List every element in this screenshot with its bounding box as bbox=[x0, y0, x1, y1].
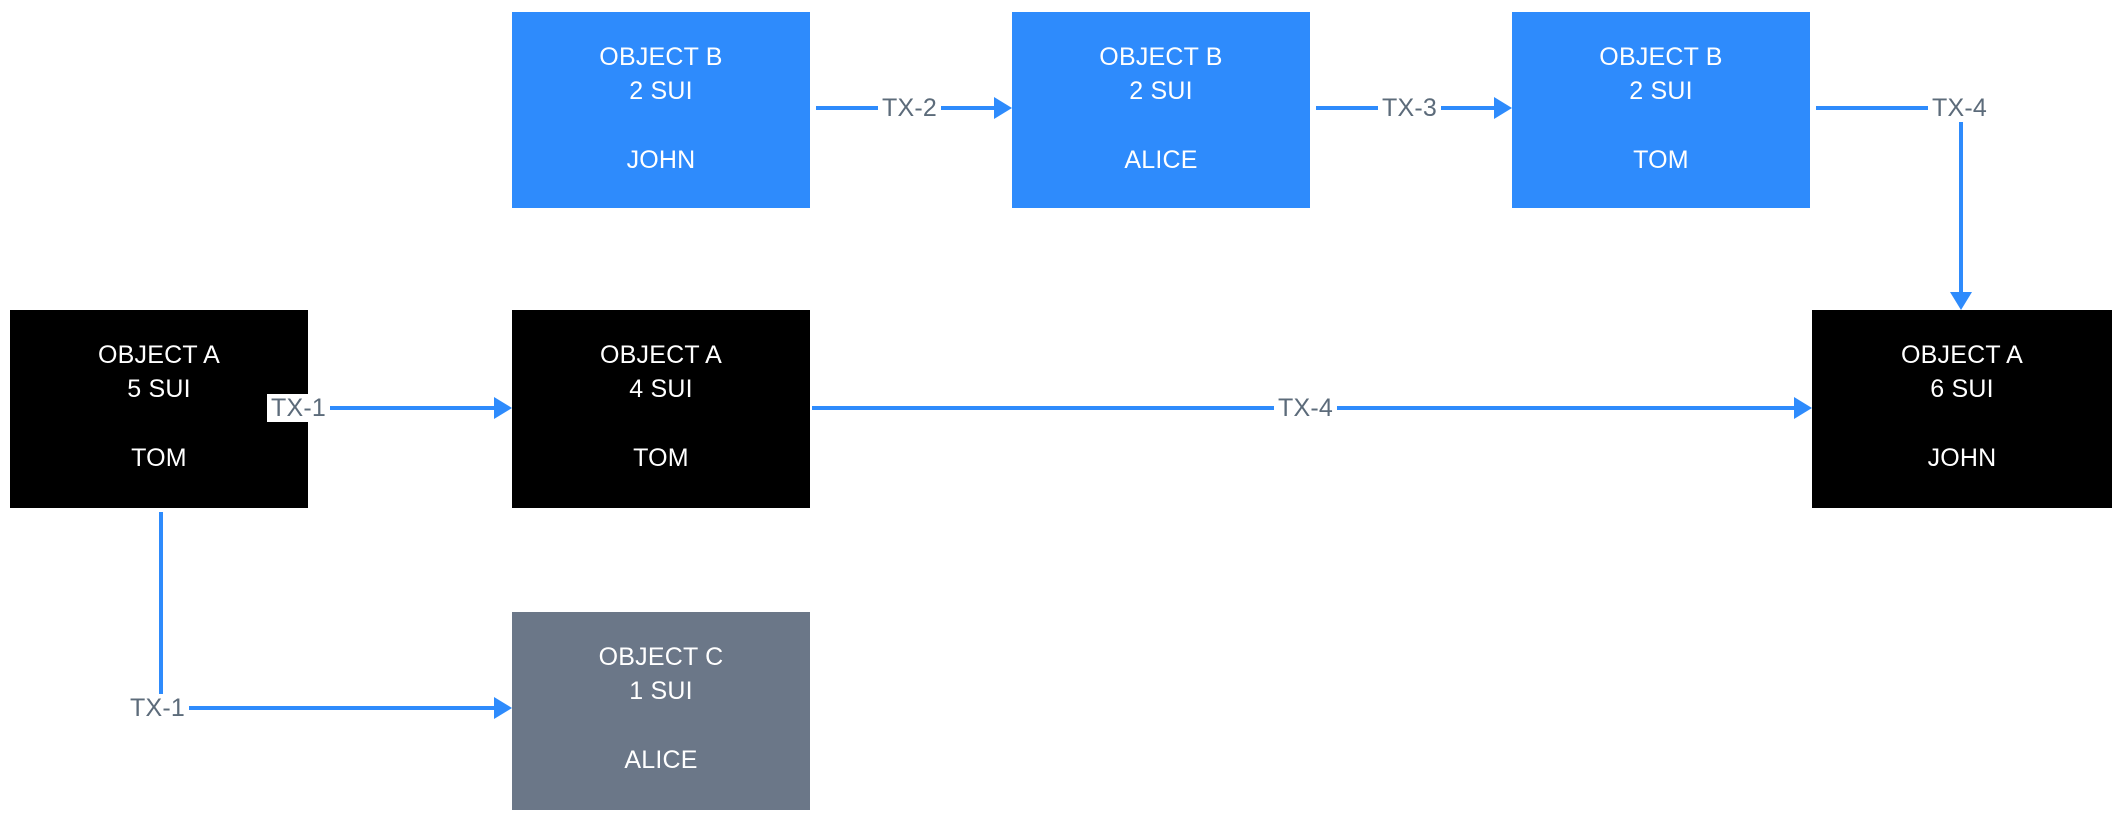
node-object-label: OBJECT B bbox=[1599, 43, 1723, 71]
arrow-head-tx1-object-c bbox=[494, 697, 512, 719]
node-amount-label: 1 SUI bbox=[629, 677, 693, 705]
edge-tx1-to-object-a-4sui bbox=[318, 406, 494, 410]
node-object-label: OBJECT A bbox=[599, 341, 722, 369]
edge-label-tx1-object-c: TX-1 bbox=[126, 694, 189, 722]
node-amount-label: 2 SUI bbox=[1129, 77, 1193, 105]
arrow-head-tx4-object-a bbox=[1794, 397, 1812, 419]
node-object-label: OBJECT A bbox=[97, 341, 220, 369]
node-object-a-5sui-tom[interactable]: OBJECT A 5 SUI TOM bbox=[10, 310, 308, 508]
arrow-head-tx4-object-b bbox=[1950, 292, 1972, 310]
node-owner-label: JOHN bbox=[626, 146, 696, 174]
node-owner-label: JOHN bbox=[1927, 444, 1997, 472]
arrow-head-tx2 bbox=[994, 97, 1012, 119]
node-amount-label: 5 SUI bbox=[127, 375, 191, 403]
node-object-label: OBJECT A bbox=[1900, 341, 2023, 369]
node-owner-label: ALICE bbox=[1124, 146, 1198, 174]
node-owner-label: TOM bbox=[131, 444, 187, 472]
edge-label-tx3: TX-3 bbox=[1378, 94, 1441, 122]
edge-label-tx4-object-b: TX-4 bbox=[1928, 94, 1991, 122]
node-owner-label: TOM bbox=[633, 444, 689, 472]
node-object-b-2sui-tom[interactable]: OBJECT B 2 SUI TOM bbox=[1512, 12, 1810, 208]
edge-tx4-object-b-horizontal bbox=[1816, 106, 1962, 110]
edge-tx1-to-object-c-vertical bbox=[159, 512, 163, 694]
node-object-label: OBJECT B bbox=[1099, 43, 1223, 71]
node-object-a-6sui-john[interactable]: OBJECT A 6 SUI JOHN bbox=[1812, 310, 2112, 508]
edge-label-tx2: TX-2 bbox=[878, 94, 941, 122]
arrow-head-tx3 bbox=[1494, 97, 1512, 119]
node-amount-label: 2 SUI bbox=[629, 77, 693, 105]
arrow-head-tx1-object-a bbox=[494, 397, 512, 419]
node-object-label: OBJECT B bbox=[599, 43, 723, 71]
edge-tx1-to-object-c-horizontal bbox=[159, 706, 494, 710]
node-object-b-2sui-alice[interactable]: OBJECT B 2 SUI ALICE bbox=[1012, 12, 1310, 208]
node-amount-label: 2 SUI bbox=[1629, 77, 1693, 105]
node-object-label: OBJECT C bbox=[598, 643, 724, 671]
edge-label-tx1-object-a: TX-1 bbox=[267, 394, 330, 422]
node-owner-label: ALICE bbox=[624, 746, 698, 774]
node-amount-label: 4 SUI bbox=[629, 375, 693, 403]
edge-label-tx4-object-a: TX-4 bbox=[1274, 394, 1337, 422]
node-object-b-2sui-john[interactable]: OBJECT B 2 SUI JOHN bbox=[512, 12, 810, 208]
node-owner-label: TOM bbox=[1633, 146, 1689, 174]
edge-tx4-object-b-vertical bbox=[1959, 122, 1963, 292]
node-amount-label: 6 SUI bbox=[1930, 375, 1994, 403]
node-object-c-1sui-alice[interactable]: OBJECT C 1 SUI ALICE bbox=[512, 612, 810, 810]
node-object-a-4sui-tom[interactable]: OBJECT A 4 SUI TOM bbox=[512, 310, 810, 508]
